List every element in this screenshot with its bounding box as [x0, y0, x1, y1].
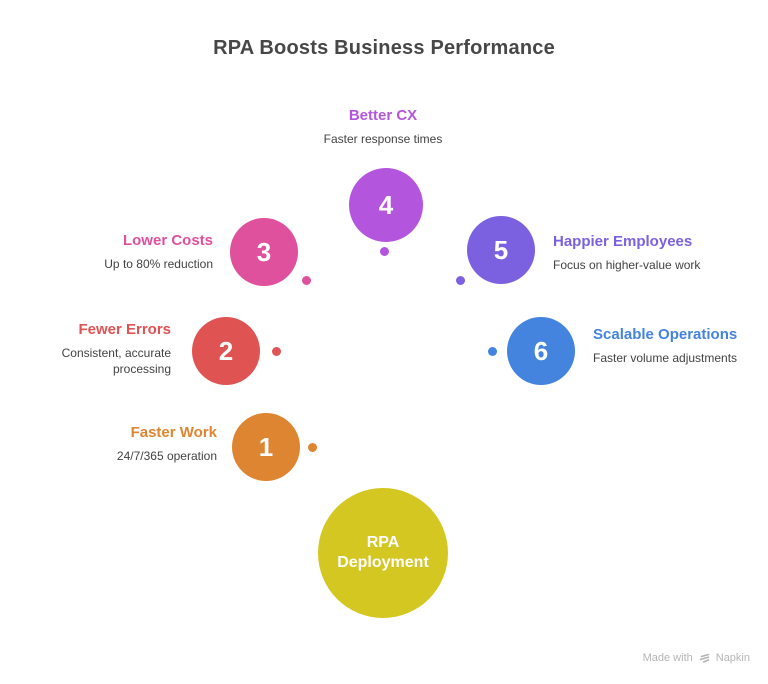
step-6-number: 6 — [533, 335, 549, 366]
step-4-number: 4 — [378, 189, 394, 220]
step-2-connector-dot — [272, 347, 281, 356]
napkin-logo-icon — [698, 652, 711, 664]
step-3-label: Lower Costs — [122, 232, 213, 249]
step-2-textblock: Fewer Errors Consistent, accurate proces… — [43, 320, 171, 377]
step-5-description: Focus on higher-value work — [553, 258, 701, 272]
step-6-description: Faster volume adjustments — [593, 351, 738, 365]
step-5-number: 5 — [493, 234, 509, 265]
step-6-circle: 6 — [507, 317, 575, 385]
step-3-description: Up to 80% reduction — [104, 257, 213, 271]
step-4-textblock: Better CX Faster response times — [283, 106, 483, 147]
center-circle-rpa-deployment: RPA Deployment — [318, 488, 448, 618]
napkin-brand-text: Napkin — [715, 652, 750, 664]
step-6-textblock: Scalable Operations Faster volume adjust… — [593, 325, 768, 366]
step-2-circle: 2 — [192, 317, 260, 385]
step-3-textblock: Lower Costs Up to 80% reduction — [43, 231, 213, 272]
step-1-label: Faster Work — [130, 424, 217, 441]
step-5-textblock: Happier Employees Focus on higher-value … — [553, 232, 753, 273]
step-5-circle: 5 — [467, 216, 535, 284]
step-5-label: Happier Employees — [553, 233, 693, 250]
step-2-label: Fewer Errors — [78, 321, 171, 338]
step-4-circle: 4 — [349, 168, 423, 242]
step-5-connector-dot — [456, 276, 465, 285]
step-3-circle: 3 — [230, 218, 298, 286]
step-6-connector-dot — [488, 347, 497, 356]
step-4-connector-dot — [380, 247, 389, 256]
step-2-description: Consistent, accurate processing — [61, 346, 171, 376]
made-with-text: Made with — [642, 652, 693, 664]
step-4-label: Better CX — [348, 107, 418, 124]
step-3-number: 3 — [256, 236, 272, 267]
page-title: RPA Boosts Business Performance — [213, 37, 555, 59]
step-1-textblock: Faster Work 24/7/365 operation — [47, 423, 217, 464]
center-circle-label: RPA Deployment — [337, 534, 429, 571]
step-1-connector-dot — [308, 443, 317, 452]
step-1-number: 1 — [258, 431, 274, 462]
step-1-description: 24/7/365 operation — [116, 449, 217, 463]
step-2-number: 2 — [218, 335, 234, 366]
step-4-description: Faster response times — [323, 132, 443, 146]
step-6-label: Scalable Operations — [593, 326, 738, 343]
made-with-napkin-badge[interactable]: Made with Napkin — [643, 652, 750, 664]
step-3-connector-dot — [302, 276, 311, 285]
step-1-circle: 1 — [232, 413, 300, 481]
